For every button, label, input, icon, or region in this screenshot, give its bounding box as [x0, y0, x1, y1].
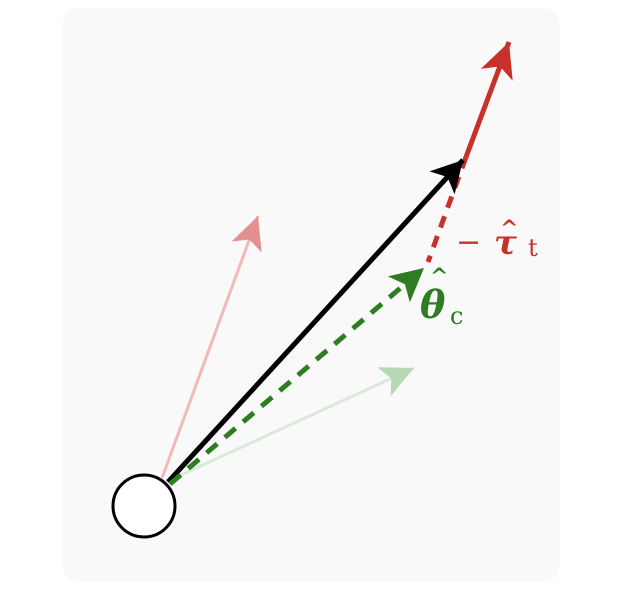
- background-panel: [62, 8, 560, 582]
- tau-prefix: −: [456, 225, 481, 260]
- tau-label: − ^ τ t: [456, 216, 538, 263]
- theta-symbol: θ: [420, 282, 446, 327]
- tau-subscript: t: [528, 234, 538, 262]
- faded-green-vector: [169, 366, 415, 482]
- theta-label: ^ θ c: [420, 264, 463, 330]
- tau-symbol: τ: [494, 223, 517, 263]
- tau-hat: ^: [500, 216, 518, 242]
- main-vector: [166, 158, 465, 484]
- tau-dashed-connector: [425, 156, 469, 263]
- origin-node: [111, 473, 177, 539]
- theta-hat: ^: [430, 264, 448, 290]
- red-vector: [463, 41, 513, 158]
- theta-dashed-vector: [168, 266, 426, 486]
- faded-red-vector: [160, 215, 262, 479]
- theta-subscript: c: [450, 302, 463, 330]
